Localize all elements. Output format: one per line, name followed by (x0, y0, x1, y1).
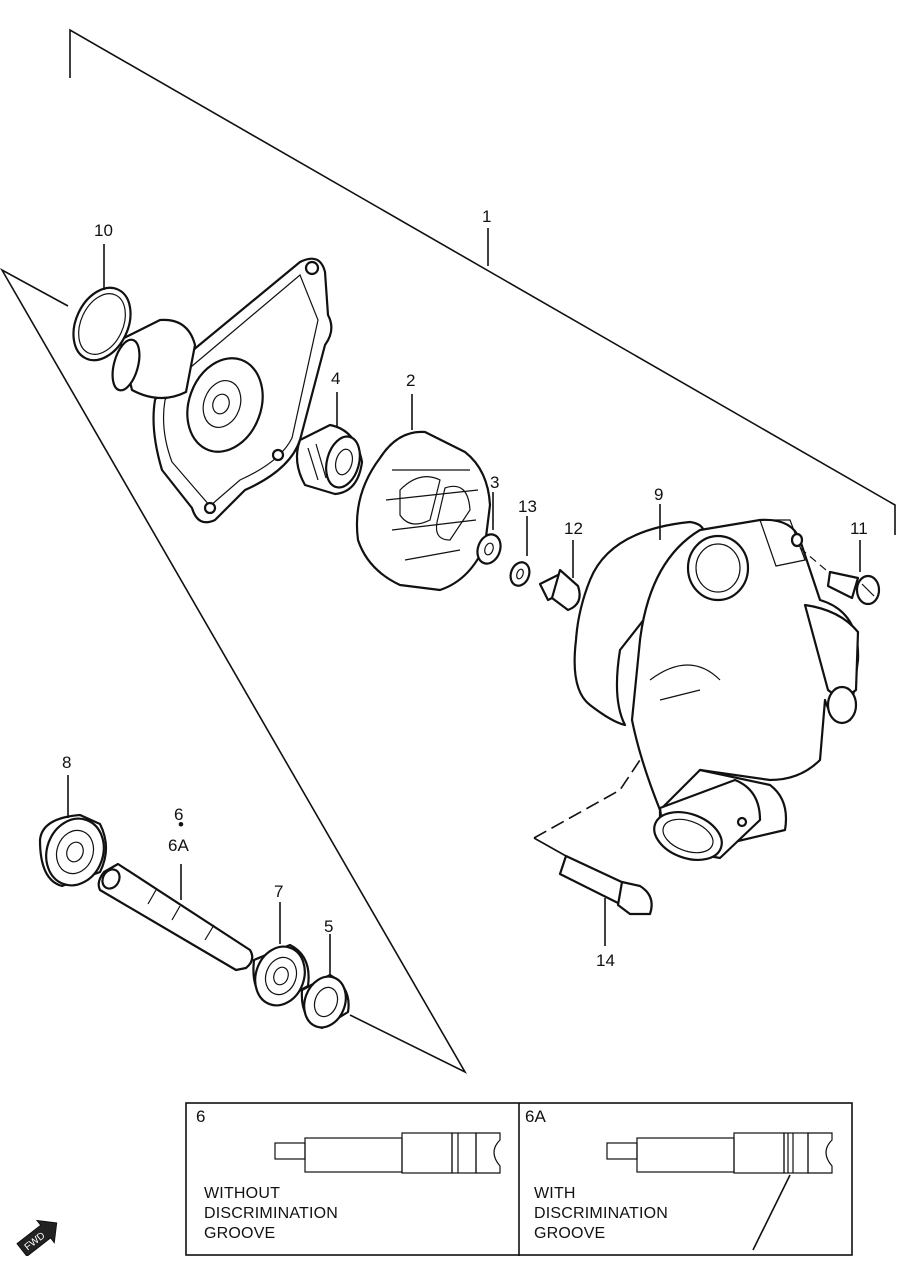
o-ring-10 (72, 244, 132, 362)
fwd-arrow-icon: FWD (16, 1219, 58, 1258)
bolt-12 (538, 540, 581, 612)
variant-6-caption-line2: DISCRIMINATION (204, 1205, 338, 1222)
callout-13: 13 (518, 497, 537, 516)
bearing-7 (252, 902, 310, 1007)
bolt-11 (799, 540, 881, 606)
callout-labels: 1 2 3 4 5 6 • 6A 7 8 9 10 11 12 13 14 (62, 207, 868, 970)
callout-7: 7 (274, 882, 283, 901)
callout-1: 1 (482, 207, 491, 226)
shaft-6a-profile (606, 1132, 833, 1174)
callout-8: 8 (62, 753, 71, 772)
callout-14: 14 (596, 951, 615, 970)
callout-3: 3 (490, 473, 499, 492)
variant-6a-caption-line1: WITH (534, 1185, 576, 1202)
oil-seal-5 (300, 934, 350, 1030)
mechanical-seal-4 (295, 392, 364, 496)
impeller-2 (355, 394, 492, 592)
callout-2: 2 (406, 371, 415, 390)
shaft-group-bracket (0, 267, 468, 1074)
variant-6a-caption-line3: GROOVE (534, 1225, 605, 1242)
groove-leader-line (752, 1174, 791, 1251)
variant-6-caption-line3: GROOVE (204, 1225, 275, 1242)
pump-cover (111, 257, 333, 524)
callout-9: 9 (654, 485, 663, 504)
variant-6-caption-line1: WITHOUT (204, 1185, 280, 1202)
variant-comparison-box: 6 WITHOUT DISCRIMINATION GROOVE 6A (185, 1102, 853, 1256)
callout-12: 12 (564, 519, 583, 538)
pump-housing (630, 518, 860, 861)
bearing-8 (38, 775, 108, 888)
callout-5: 5 (324, 917, 333, 936)
callout-6a: 6A (168, 836, 189, 855)
shaft-6 (97, 862, 254, 972)
variant-6-id: 6 (196, 1107, 205, 1126)
assembly-bracket (69, 28, 896, 535)
variant-6a-caption-line2: DISCRIMINATION (534, 1205, 668, 1222)
shaft-6-profile (274, 1132, 501, 1174)
callout-6: 6 (174, 805, 183, 824)
bolt-14 (533, 759, 653, 946)
washer-13 (509, 516, 531, 587)
callout-11: 11 (850, 519, 868, 538)
washer-3 (476, 492, 502, 565)
variant-6a-id: 6A (525, 1107, 546, 1126)
variant-panel-6a: 6A WITH DISCRIMINATION GROOVE (525, 1107, 833, 1251)
callout-10: 10 (94, 221, 113, 240)
callout-4: 4 (331, 369, 340, 388)
svg-text:•: • (178, 815, 184, 834)
variant-panel-6: 6 WITHOUT DISCRIMINATION GROOVE (196, 1107, 501, 1242)
